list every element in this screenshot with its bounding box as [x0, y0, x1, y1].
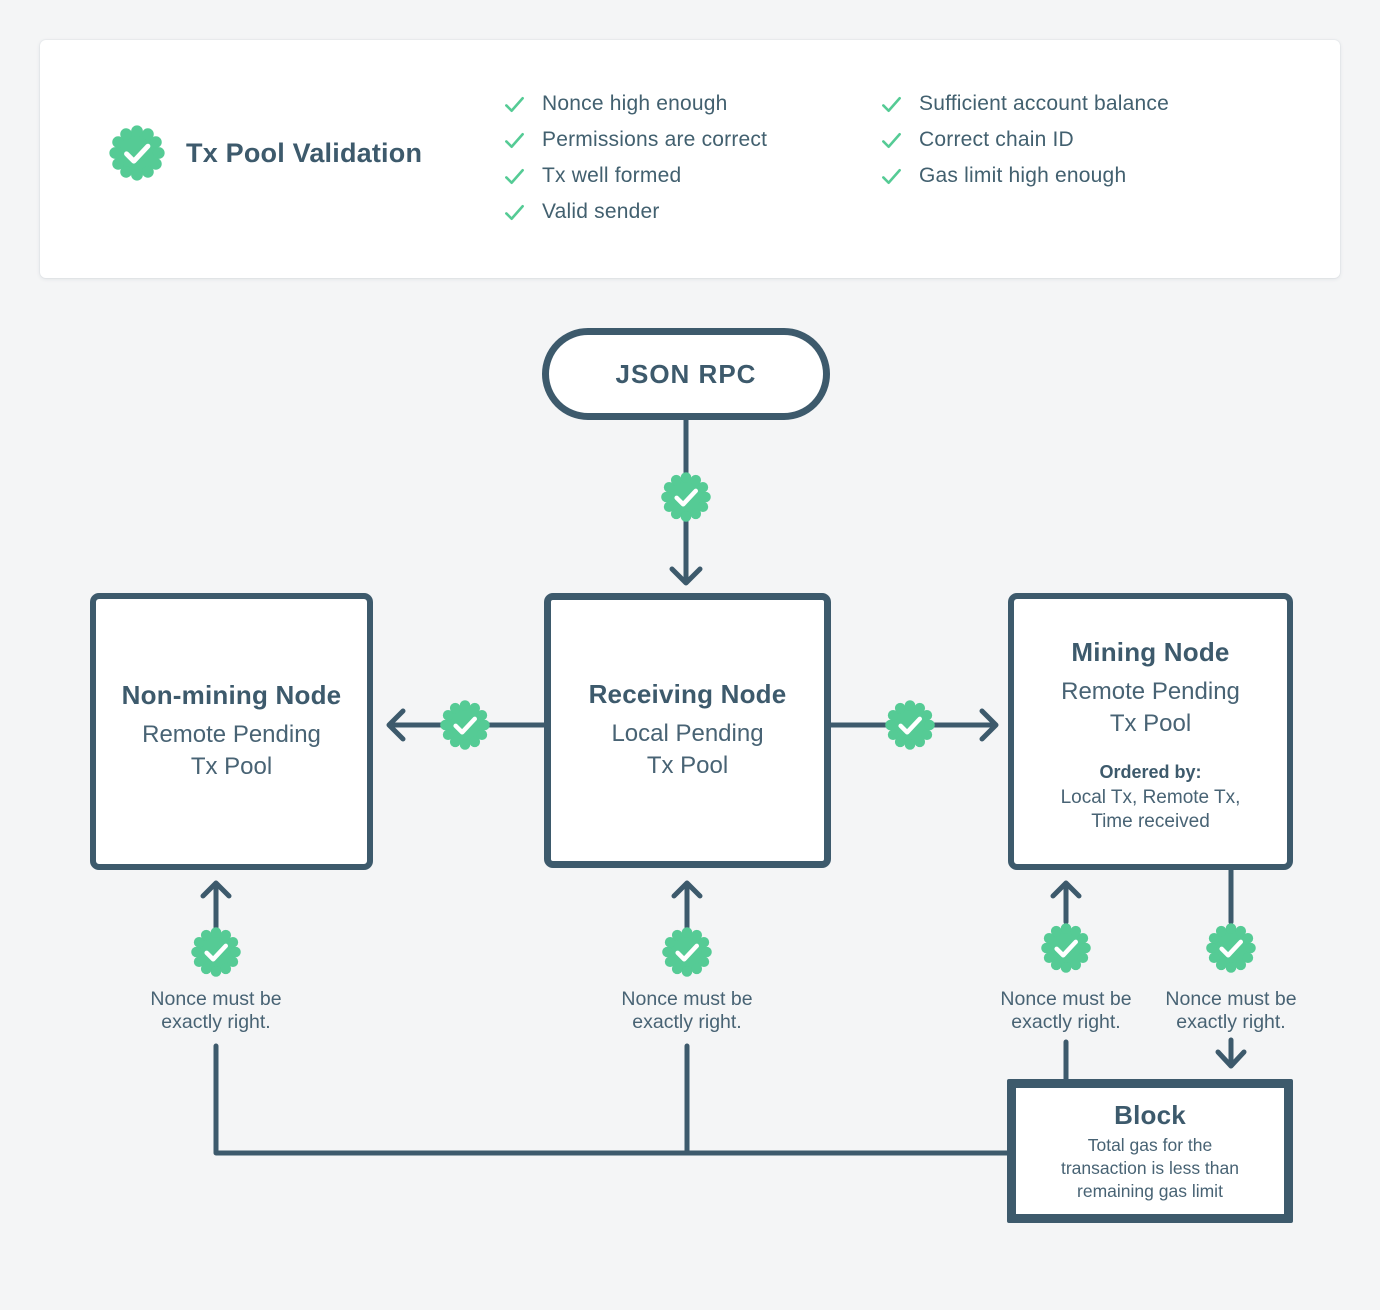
- check-item: Nonce high enough: [503, 91, 767, 117]
- checkmark-icon: [503, 129, 526, 152]
- node-title: Block: [1114, 1100, 1186, 1130]
- check-item-label: Tx well formed: [542, 164, 682, 187]
- node-title: Receiving Node: [588, 679, 787, 710]
- check-item-label: Valid sender: [542, 200, 660, 223]
- tx-pool-validation-card: Tx Pool Validation Nonce high enough Per…: [40, 40, 1340, 278]
- seal-check-icon: [1205, 922, 1257, 974]
- node-subtitle: Remote Pending Tx Pool: [1061, 678, 1240, 737]
- json-rpc-label: JSON RPC: [615, 358, 757, 389]
- ordered-by-label: Ordered by:: [1099, 761, 1202, 782]
- node-title: Non-mining Node: [121, 680, 342, 711]
- checkmark-icon: [503, 165, 526, 188]
- check-item-label: Sufficient account balance: [919, 92, 1169, 115]
- nonce-note: Nonce must be exactly right.: [1000, 988, 1132, 1033]
- check-item-label: Correct chain ID: [919, 128, 1074, 151]
- validation-checklist-right: Sufficient account balance Correct chain…: [880, 91, 1169, 189]
- check-item: Tx well formed: [503, 163, 767, 189]
- nonce-note: Nonce must be exactly right.: [621, 988, 753, 1033]
- checkmark-icon: [503, 201, 526, 224]
- nonce-note: Nonce must be exactly right.: [1165, 988, 1297, 1033]
- node-subtitle: Remote Pending Tx Pool: [142, 721, 321, 780]
- check-item-label: Gas limit high enough: [919, 164, 1127, 187]
- checkmark-icon: [503, 93, 526, 116]
- seal-check-icon: [108, 124, 166, 182]
- seal-check-icon: [660, 471, 712, 523]
- card-title: Tx Pool Validation: [186, 137, 423, 168]
- node-title: Mining Node: [1071, 637, 1230, 667]
- checkmark-icon: [880, 165, 903, 188]
- check-item: Permissions are correct: [503, 127, 767, 153]
- check-item: Correct chain ID: [880, 127, 1169, 153]
- seal-check-icon: [1040, 922, 1092, 974]
- block-node: Block Total gas for the transaction is l…: [1007, 1079, 1293, 1223]
- check-item: Sufficient account balance: [880, 91, 1169, 117]
- card-title-group: Tx Pool Validation: [108, 124, 422, 182]
- seal-check-icon: [884, 699, 936, 751]
- check-item-label: Permissions are correct: [542, 128, 768, 151]
- validation-checklist-left: Nonce high enough Permissions are correc…: [503, 91, 767, 225]
- seal-check-icon: [190, 926, 242, 978]
- node-subtitle: Local Pending Tx Pool: [611, 720, 764, 779]
- mining-node: Mining Node Remote Pending Tx Pool Order…: [1008, 593, 1293, 870]
- seal-check-icon: [439, 699, 491, 751]
- nonce-note: Nonce must be exactly right.: [150, 988, 282, 1033]
- checkmark-icon: [880, 93, 903, 116]
- json-rpc-node: JSON RPC: [542, 328, 830, 420]
- check-item: Gas limit high enough: [880, 163, 1169, 189]
- check-item-label: Nonce high enough: [542, 92, 728, 115]
- non-mining-node: Non-mining Node Remote Pending Tx Pool: [90, 593, 373, 870]
- check-item: Valid sender: [503, 199, 767, 225]
- receiving-node: Receiving Node Local Pending Tx Pool: [544, 593, 831, 868]
- checkmark-icon: [880, 129, 903, 152]
- block-body: Total gas for the transaction is less th…: [1060, 1135, 1239, 1201]
- ordered-by-text: Local Tx, Remote Tx, Time received: [1060, 786, 1241, 833]
- seal-check-icon: [661, 926, 713, 978]
